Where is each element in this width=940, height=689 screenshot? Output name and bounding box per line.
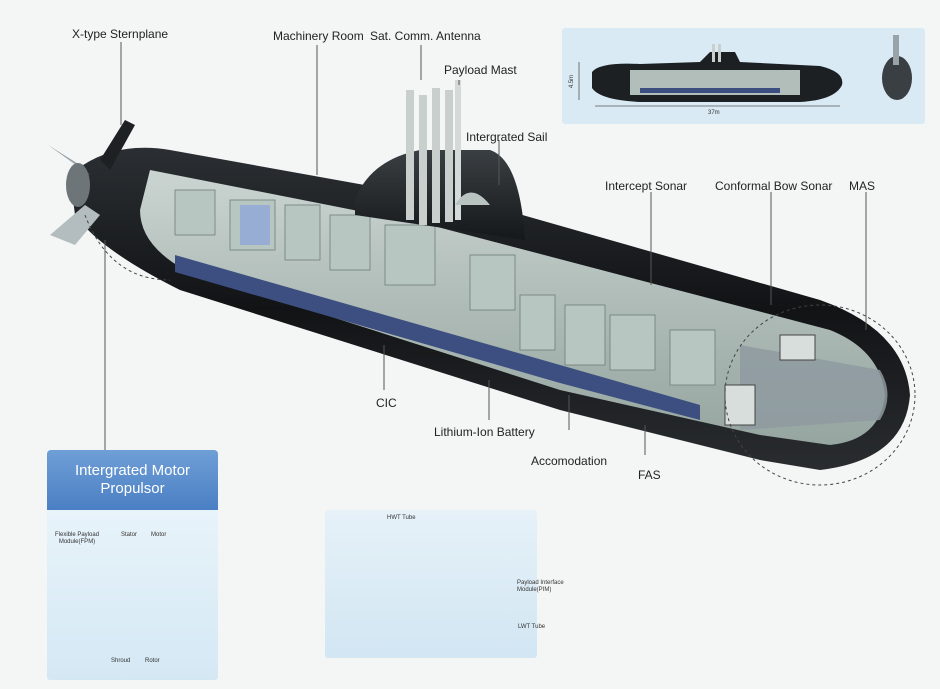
overview-height-label: 4.5m [569, 74, 576, 89]
overview-length-label: 37m [708, 110, 720, 116]
flexible-payload-line1: Flexible Payload [55, 532, 100, 538]
overview-inset [562, 28, 925, 124]
label-fas: FAS [638, 468, 661, 482]
label-mas: MAS [849, 179, 876, 193]
label-accomodation: Accomodation [531, 454, 608, 468]
label-payload-interface-module: Payload Interface Module(PIM) [517, 580, 564, 594]
flexible-payload-line2: Module(FPM) [58, 539, 96, 545]
payload-interface-line1: Payload Interface [517, 580, 564, 586]
mas-dashed-outline [724, 304, 916, 486]
label-x-sternplane: X-type Sternplane [72, 27, 169, 41]
motor-propulsor-panel [47, 510, 218, 680]
label-shroud: Shroud [111, 658, 131, 664]
label-hwt-tube: HWT Tube [387, 515, 416, 521]
label-integrated-sail: Intergrated Sail [466, 130, 548, 144]
label-intercept-sonar: Intercept Sonar [605, 179, 688, 193]
integrated-sail [355, 80, 525, 240]
label-stator: Stator [121, 532, 138, 538]
label-machinery-room: Machinery Room [273, 29, 364, 43]
leader-lines [104, 42, 867, 455]
stern-dashed-outline [84, 214, 171, 281]
x-sternplane [48, 120, 135, 245]
label-conformal-bow-sonar: Conformal Bow Sonar [715, 179, 833, 193]
bow-payload-panel [325, 510, 537, 658]
label-sat-comm-antenna: Sat. Comm. Antenna [370, 29, 481, 43]
label-cic: CIC [376, 396, 397, 410]
label-payload-mast: Payload Mast [444, 63, 517, 77]
motor-title-line1: Intergrated Motor [74, 462, 191, 479]
motor-propulsor-title: Intergrated Motor Propulsor [47, 450, 218, 510]
label-flexible-payload-module: Flexible Payload Module(FPM) [55, 532, 99, 546]
label-rotor: Rotor [145, 658, 160, 664]
payload-interface-line2: Module(PIM) [517, 587, 552, 593]
label-lithium-ion-battery: Lithium-Ion Battery [434, 425, 535, 439]
main-hull [70, 147, 910, 470]
label-motor: Motor [151, 532, 167, 538]
motor-title-line2: Propulsor [100, 480, 165, 497]
label-lwt-tube: LWT Tube [518, 624, 546, 630]
